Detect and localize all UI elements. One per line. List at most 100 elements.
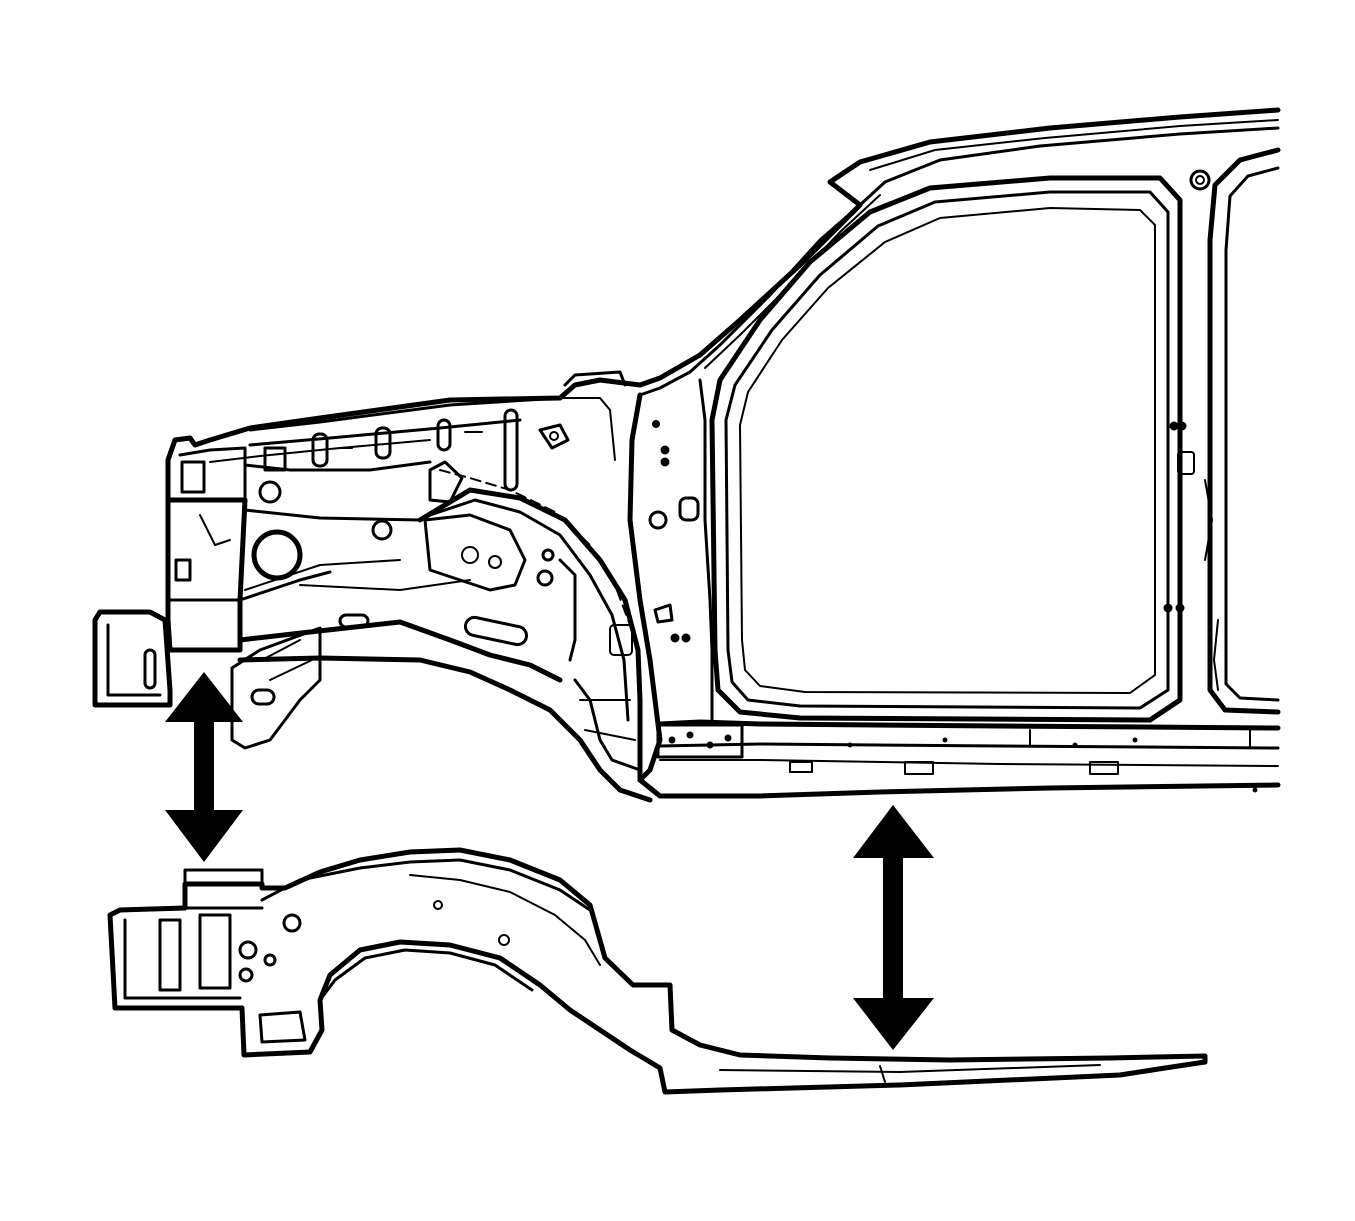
- frame-rail-rear-crease: [719, 1064, 1101, 1073]
- rocker-dot-1: [847, 742, 853, 748]
- shock-tower-outline: [428, 460, 464, 504]
- b-pillar-outer: [1207, 147, 1281, 715]
- front-tieplate-slot: [174, 558, 192, 582]
- lower-rail-slot-1: [338, 613, 370, 629]
- hinge-pillar-outer: [627, 392, 663, 783]
- arrow-right-head-top: [853, 805, 934, 858]
- shock-tower-hole-1: [461, 546, 479, 564]
- rocker-dot-5: [1252, 787, 1258, 793]
- door-opening-outer: [709, 175, 1183, 723]
- front-tieplate-rib: [299, 579, 471, 591]
- wheelhouse-outer: [417, 487, 643, 783]
- b-pillar-slot: [1177, 451, 1195, 475]
- rocker-dot-3: [1072, 742, 1078, 748]
- arrow-right-head-bottom: [853, 998, 934, 1050]
- hinge-bolt-3: [706, 741, 714, 749]
- wheelhouse-lip: [558, 558, 577, 662]
- arrow-left-head-top: [165, 672, 243, 722]
- upper-double-arrow: [165, 672, 243, 862]
- rocker-mid: [658, 742, 1280, 750]
- shock-tower-hole-2: [488, 555, 502, 569]
- lower-rail-bracket-slot: [250, 688, 276, 706]
- lower-rail-bracket-lines: [261, 639, 313, 681]
- wheelhouse-dash: [439, 469, 631, 626]
- frame-rail-rear-step: [631, 983, 742, 1057]
- rocker-tab-3: [789, 761, 813, 773]
- rocker-dot-4: [1132, 737, 1138, 743]
- b-pillar-hole-2: [1177, 421, 1187, 431]
- apron-hole-1: [258, 480, 282, 504]
- lower-rail-bottom: [237, 655, 653, 803]
- arrow-left-head-bottom: [165, 810, 243, 862]
- hinge-bolt-2: [686, 731, 694, 739]
- hinge-pillar-dot-1: [652, 420, 660, 428]
- hinge-pillar-dot-3: [660, 457, 670, 467]
- rail-mark-1: [339, 431, 483, 449]
- frame-rail-hole-4: [263, 953, 277, 967]
- wheelhouse-clip: [609, 624, 633, 656]
- lower-rail-bracket: [230, 626, 322, 750]
- rocker-tab-1: [904, 761, 934, 775]
- frame-rail-body: [107, 847, 1208, 1095]
- apron-lower-edge: [243, 508, 422, 522]
- hinge-pillar-plate: [656, 723, 744, 759]
- cowl-panel: [559, 397, 616, 461]
- frame-rail-inner-flange: [123, 906, 264, 1000]
- door-opening-inner: [724, 190, 1170, 710]
- frame-rail-top-tab: [183, 868, 264, 886]
- arrow-right-shaft: [883, 856, 903, 1000]
- upper-rail-lower: [248, 418, 522, 447]
- rocker-tab-2: [1089, 761, 1119, 775]
- hinge-pillar-dot-2: [660, 445, 670, 455]
- frame-rail-crease: [409, 874, 601, 966]
- bumper-bracket: [92, 609, 173, 708]
- shock-tower-hole-4: [541, 548, 555, 562]
- hinge-pillar-hole-1: [648, 510, 668, 530]
- frame-rail-hole-2: [238, 940, 258, 960]
- b-pillar-flange: [1204, 479, 1213, 561]
- b-pillar-hole-4: [1175, 603, 1185, 613]
- body-side-structure: [92, 107, 1281, 803]
- hinge-pillar-inner: [698, 378, 714, 722]
- frame-rail-front-box: [158, 918, 182, 992]
- hinge-pillar-dot-5: [681, 633, 691, 643]
- rail-bracket-hole: [549, 431, 559, 441]
- b-pillar-flange-2: [1213, 619, 1219, 691]
- roof-rail-inner: [858, 126, 1280, 207]
- b-pillar-hole-3: [1163, 603, 1173, 613]
- upper-rail-flange: [209, 439, 431, 463]
- rocker-lower: [637, 777, 1281, 799]
- b-pillar-hole-1: [1169, 421, 1179, 431]
- apron-top-edge: [243, 460, 432, 472]
- hinge-pillar-dot-4: [670, 633, 680, 643]
- frame-rail-hole-6: [433, 900, 443, 910]
- hinge-pillar-bracket: [653, 603, 674, 624]
- b-pillar-grommet-inner: [1195, 175, 1205, 185]
- hinge-bolt-1: [668, 736, 676, 744]
- b-pillar-inner: [1224, 166, 1280, 702]
- shock-tower-body: [423, 513, 527, 592]
- roof-rail-outline: [165, 107, 1281, 503]
- rocker-crease: [659, 759, 1279, 767]
- frame-rail-hole-1: [282, 913, 302, 933]
- front-tieplate-brace-2: [238, 570, 332, 602]
- cowl-bracket: [563, 370, 627, 387]
- hinge-pillar-slot: [678, 496, 700, 522]
- roof-rail-crease: [869, 119, 1279, 171]
- frame-rail-front-box-2: [198, 913, 232, 990]
- lower-double-arrow: [853, 805, 934, 1050]
- frame-rail-arch-edge: [318, 948, 534, 1002]
- rail-bracket: [538, 423, 570, 450]
- apron-hole-2: [371, 519, 393, 541]
- frame-rail-bracket: [258, 1010, 307, 1044]
- arrow-left-shaft: [194, 720, 214, 812]
- frame-rail-hole-5: [498, 934, 510, 946]
- front-tieplate-brace-3: [244, 559, 401, 591]
- lower-rail-slot-2: [463, 615, 529, 647]
- frame-rail-top-flange: [260, 858, 592, 912]
- rail-slot-3: [436, 418, 452, 452]
- door-opening-seal: [739, 207, 1156, 694]
- wheelhouse-lower: [573, 678, 642, 772]
- frame-rail-rear-crease-2: [879, 1065, 886, 1083]
